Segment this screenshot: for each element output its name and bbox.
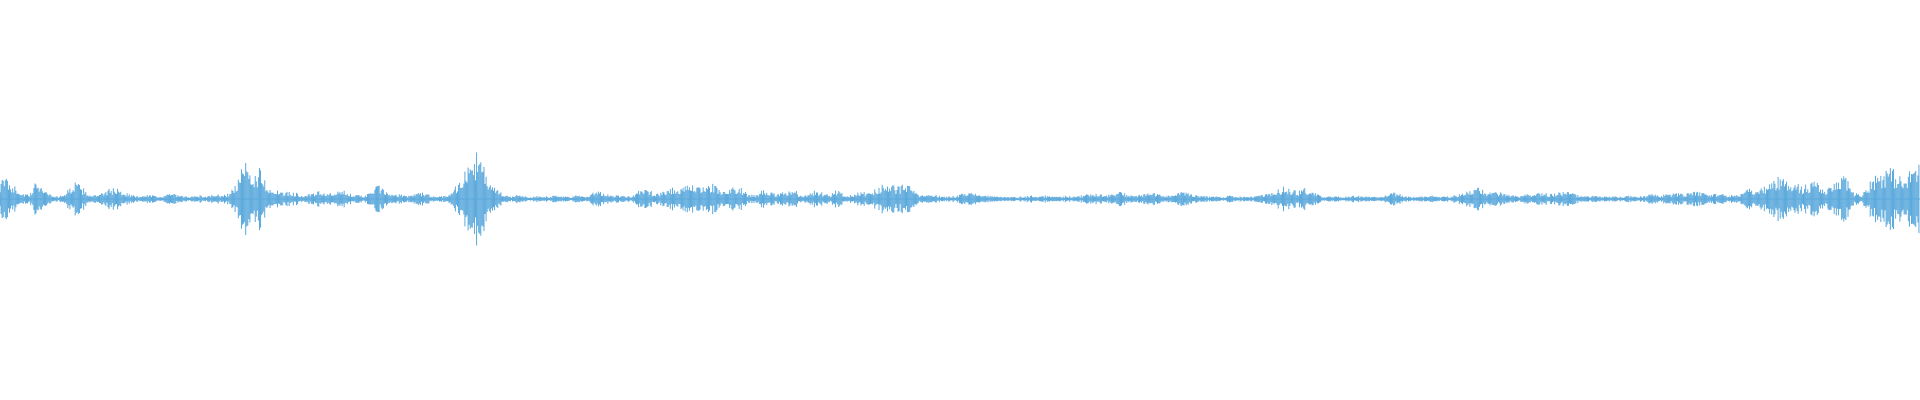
waveform-bars — [0, 152, 1920, 246]
